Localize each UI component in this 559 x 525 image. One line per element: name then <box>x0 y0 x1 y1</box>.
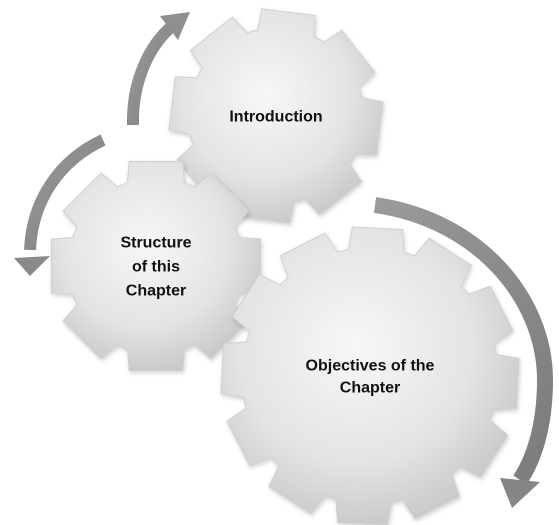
gear-structure-label-line: Chapter <box>126 283 186 300</box>
gear-introduction: Introduction <box>168 8 384 224</box>
arrow-up-head <box>160 12 190 40</box>
gear-objectives-label-line: Objectives of the <box>306 358 435 375</box>
gear-introduction-label-line: Introduction <box>229 109 322 126</box>
cycle-arrows <box>14 12 554 508</box>
gear-structure-label-line: of this <box>132 259 180 276</box>
arrow-right-curve <box>373 197 554 485</box>
gear-objectives-label-line: Chapter <box>340 380 400 397</box>
gear-structure-label-line: Structure <box>120 235 191 252</box>
gear-objectives-shape <box>220 226 520 525</box>
arrow-up-curve <box>126 21 177 126</box>
arrow-right-head <box>500 478 540 508</box>
arrow-left-head <box>14 256 50 276</box>
gear-structure-shape <box>50 160 262 372</box>
arrow-left-curve <box>24 134 106 251</box>
gear-introduction-shape <box>168 8 384 224</box>
